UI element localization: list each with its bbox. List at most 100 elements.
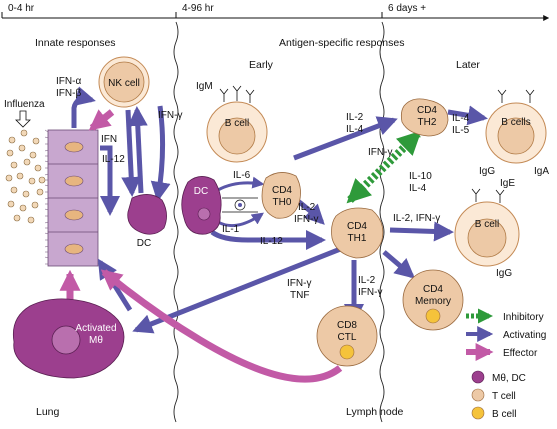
arrow-dc-il12 [210,229,326,250]
label-igg-top: IgG [479,166,495,177]
arrow-cd8-to-epithelium [100,269,343,383]
dc-ln-label: DC [194,186,208,197]
legend-effector-label: Effector [503,348,538,359]
arrow-th1-to-macro [132,243,349,334]
b-cells-later-label: B cells [501,117,530,128]
label-igg-bottom: IgG [496,268,512,279]
th1-label-2: TH1 [348,233,367,244]
label-ifng-tnf-2: TNF [290,290,309,301]
arrow-th1-to-memory [382,250,416,279]
legend: Inhibitory Activating Effector Mθ, DC T … [466,308,546,420]
timeline: 0-4 hr 4-96 hr 6 days + [1,3,550,21]
label-il2-th0: IL-2 [298,202,316,213]
arrow-dc-il1 [217,212,264,228]
b-cells-later: B cells [485,89,547,164]
label-ifn: IFN [101,134,117,145]
arrow-dc-il6 [217,176,265,192]
cd8-ctl: CD8 CTL [316,305,378,367]
cd4-memory: CD4 Memory [402,269,464,331]
arrow-ifn-ab [71,86,96,128]
timeline-label-3: 6 days + [388,3,426,14]
section-early: Early [249,59,274,71]
memory-label-1: CD4 [423,284,443,295]
divider-lung-lymph [173,21,179,423]
label-il6: IL-6 [233,170,251,181]
inhibitory-arrow [346,130,422,204]
b-cell-early-label: B cell [225,118,249,129]
arrow-th0-to-th2 [293,116,398,161]
lung-epithelium [44,129,99,267]
legend-inhibitory-label: Inhibitory [503,312,544,323]
influenza-arrow-icon [15,110,31,128]
legend-t-cell-swatch [471,388,485,402]
influenza-particles [5,129,46,224]
memory-label-2: Memory [415,296,451,307]
arrow-nk-to-dc [121,109,142,197]
label-ifng-th0: IFN-γ [294,214,318,225]
label-ifng-nk: IFN-γ [158,110,182,121]
activated-macrophage: Activated Mθ [12,298,125,379]
th2-label-2: TH2 [418,117,437,128]
arrow-nk-to-epithelium [88,109,115,131]
label-ifn-a: IFN-α [56,76,81,87]
th2-label-1: CD4 [417,105,437,116]
arrow-th1-to-bcell [389,221,454,242]
label-ifng-inhib: IFN-γ [368,147,392,158]
label-iga: IgA [534,166,549,177]
section-innate: Innate responses [35,37,116,49]
nk-cell-label: NK cell [108,78,140,89]
section-antigen: Antigen-specific responses [279,37,404,49]
activating-arrows-thin [217,176,265,228]
region-lymph-node: Lymph node [346,406,404,418]
label-il10: IL-10 [409,171,432,182]
macrophage-label-2: Mθ [89,335,103,346]
dc-lymph-node: DC [181,176,222,235]
cd4-th0: CD4 TH0 [261,172,301,219]
label-ige: IgE [500,178,515,189]
arrow-ifng-nk [150,105,171,202]
label-ifng-tnf-1: IFN-γ [287,278,311,289]
dc-lung: DC [127,194,167,249]
timeline-label-1: 0-4 hr [8,3,35,14]
label-il4-inhib: IL-4 [409,183,427,194]
label-il4-th2: IL-4 [346,124,364,135]
th0-label-1: CD4 [272,185,292,196]
legend-b-cell-swatch [471,406,485,420]
label-il1: IL-1 [222,224,240,235]
label-il4-bcells: IL-4 [452,113,470,124]
legend-b-cell-label: B cell [492,409,516,420]
label-il12-lung: IL-12 [102,154,125,165]
effector-arrows [59,109,343,383]
b-cell-later: B cell [454,188,520,267]
activating-arrows [71,86,488,334]
divider-early-later [379,21,385,423]
th1-label-1: CD4 [347,221,367,232]
cd8-label-1: CD8 [337,320,357,331]
section-later: Later [456,59,480,71]
influenza-label: Influenza [4,99,45,110]
nk-cell: NK cell [98,56,150,108]
label-ifn-b: IFN-β [56,88,81,99]
arrow-th2-to-bcells [447,105,488,126]
timeline-label-2: 4-96 hr [182,3,214,14]
synapse-symbols [222,197,258,213]
label-il2-cd8: IL-2 [358,275,376,286]
b-cell-later-label: B cell [475,219,499,230]
th0-label-2: TH0 [273,197,292,208]
label-il5-bcells: IL-5 [452,125,470,136]
b-cell-early: B cell [206,85,268,163]
region-lung: Lung [36,406,60,418]
legend-macrophage-dc-swatch [471,370,485,384]
label-igm: IgM [196,81,213,92]
macrophage-label-1: Activated [75,323,116,334]
arrow-ifn-down [100,145,120,216]
cd8-label-2: CTL [338,332,357,343]
legend-t-cell-label: T cell [492,391,516,402]
legend-activating-label: Activating [503,330,546,341]
arrow-dc-to-nk [127,106,148,194]
cd4-th1: CD4 TH1 [331,207,384,259]
dc-lung-label: DC [137,238,151,249]
label-il12-ln: IL-12 [260,236,283,247]
label-ifng-cd8: IFN-γ [358,287,382,298]
